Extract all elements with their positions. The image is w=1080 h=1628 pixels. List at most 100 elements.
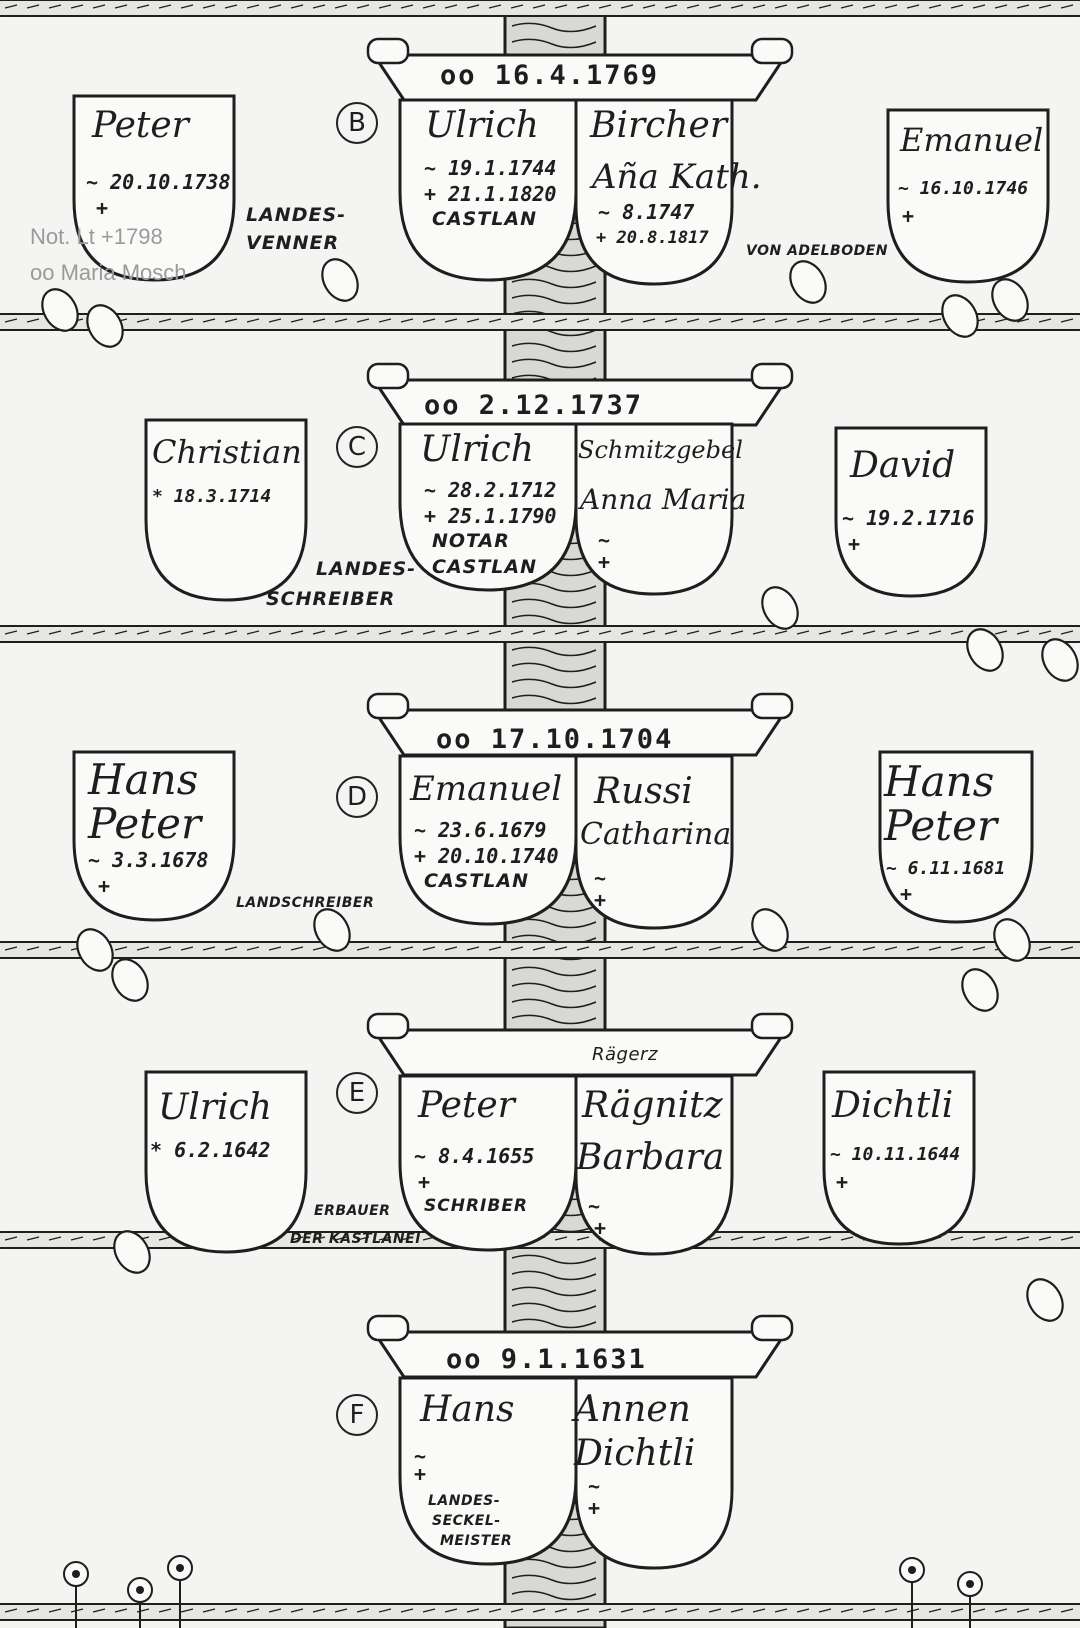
branch-texture-stroke <box>224 1608 238 1613</box>
branch-texture-stroke <box>576 4 590 9</box>
branch-texture-stroke <box>356 4 370 9</box>
branch-texture-stroke <box>224 630 238 635</box>
branch-texture-stroke <box>444 318 458 323</box>
branch-texture-stroke <box>334 1608 348 1613</box>
branch-texture-stroke <box>620 946 634 951</box>
leaf <box>76 928 114 972</box>
branch-texture-stroke <box>664 630 678 635</box>
branch-texture-stroke <box>246 318 260 323</box>
sibling-shield <box>822 1070 976 1246</box>
marriage-banner-scroll-left <box>366 1012 410 1040</box>
wife-name-f: Annen Dichtli <box>574 1389 696 1474</box>
branch-texture-stroke <box>510 630 524 635</box>
branch-texture-stroke <box>488 318 502 323</box>
branch-texture-stroke <box>4 1236 18 1241</box>
flower-center <box>136 1586 144 1594</box>
generation-letter-e: E <box>336 1072 378 1114</box>
branch-texture-stroke <box>312 946 326 951</box>
trunk-bark-stroke <box>511 38 597 49</box>
branch-texture-stroke <box>730 1608 744 1613</box>
leaf <box>761 586 799 630</box>
branch-texture-stroke <box>48 946 62 951</box>
branch-texture-stroke <box>488 946 502 951</box>
branch-texture-stroke <box>840 946 854 951</box>
branch-texture-stroke <box>642 1608 656 1613</box>
branch <box>0 941 1080 959</box>
wife-shield <box>574 422 734 596</box>
branch-texture-stroke <box>70 1236 84 1241</box>
branch-texture-stroke <box>48 630 62 635</box>
right-sibling-death-e: + <box>836 1170 849 1194</box>
flower-center <box>72 1570 80 1578</box>
overlay-note-line-1: Not. Lt +1798 <box>30 224 163 249</box>
leaf <box>113 1230 151 1274</box>
left-role-e-1: ERBAUER <box>314 1203 391 1219</box>
branch-texture-stroke <box>246 1608 260 1613</box>
branch-texture-stroke <box>554 946 568 951</box>
wife-death-e: + <box>594 1216 607 1240</box>
husband-death-e: + <box>418 1170 431 1194</box>
branch-texture-stroke <box>466 630 480 635</box>
right-sibling-name-b: Emanuel <box>900 121 1044 159</box>
branch-texture-stroke <box>730 318 744 323</box>
left-sibling-birth-c: * 18.3.1714 <box>152 486 272 507</box>
branch-texture-stroke <box>664 4 678 9</box>
marriage-banner-scroll-right <box>750 692 794 720</box>
branch-texture-stroke <box>422 4 436 9</box>
branch-texture-stroke <box>70 4 84 9</box>
branch-texture-stroke <box>576 318 590 323</box>
branch-texture-stroke <box>400 318 414 323</box>
branch-texture-stroke <box>1016 630 1030 635</box>
branch-texture-stroke <box>290 1236 304 1241</box>
branch-texture-stroke <box>26 946 40 951</box>
leaf <box>751 908 789 952</box>
branch-texture-stroke <box>246 4 260 9</box>
branch-texture-stroke <box>158 318 172 323</box>
branch-texture-stroke <box>180 630 194 635</box>
marriage-banner <box>371 708 789 757</box>
right-sibling-birth-c: ~ 19.2.1716 <box>842 506 975 530</box>
branch-texture-stroke <box>554 4 568 9</box>
branch-texture-stroke <box>928 1608 942 1613</box>
husband-death-b: + 21.1.1820 <box>424 182 557 206</box>
trunk-bark-stroke <box>511 1590 597 1601</box>
trunk-bark-stroke <box>511 22 597 33</box>
leaf <box>961 968 999 1012</box>
generation-letter-b: B <box>336 102 378 144</box>
branch-texture-stroke <box>268 318 282 323</box>
branch-texture-stroke <box>180 318 194 323</box>
branch-texture-stroke <box>444 1608 458 1613</box>
branch-texture-stroke <box>598 318 612 323</box>
branch-texture-stroke <box>664 946 678 951</box>
marriage-date-c: oo 2.12.1737 <box>424 390 644 421</box>
generation-letter-c: C <box>336 426 378 468</box>
branch-texture-stroke <box>928 630 942 635</box>
marriage-banner-scroll-left <box>366 1314 410 1342</box>
left-role-c-2: SCHREIBER <box>266 588 396 610</box>
branch-texture-stroke <box>334 4 348 9</box>
branch-texture-stroke <box>642 946 656 951</box>
right-note-b: VON ADELBODEN <box>746 243 888 259</box>
trunk-bark-stroke <box>511 358 597 369</box>
marriage-banner-scroll-right <box>750 37 794 65</box>
trunk-bark-stroke <box>511 598 597 609</box>
branch-texture-stroke <box>950 4 964 9</box>
branch-texture-stroke <box>4 630 18 635</box>
branch <box>0 0 1080 17</box>
branch-texture-stroke <box>422 318 436 323</box>
wife-birth-e: ~ <box>588 1194 601 1218</box>
wife-birth-b: ~ 8.1747 <box>598 200 695 224</box>
left-sibling-birth-e: * 6.2.1642 <box>150 1138 271 1162</box>
branch-texture-stroke <box>48 1236 62 1241</box>
branch-texture-stroke <box>730 946 744 951</box>
branch-texture-stroke <box>246 946 260 951</box>
branch-texture-stroke <box>136 630 150 635</box>
branch-texture-stroke <box>378 1236 392 1241</box>
trunk-bark-stroke <box>511 1574 597 1585</box>
trunk-bark-stroke <box>511 342 597 353</box>
sibling-shield <box>144 1070 308 1254</box>
branch <box>0 625 1080 643</box>
husband-death-d: + 20.10.1740 <box>414 844 559 868</box>
branch-texture-stroke <box>268 946 282 951</box>
